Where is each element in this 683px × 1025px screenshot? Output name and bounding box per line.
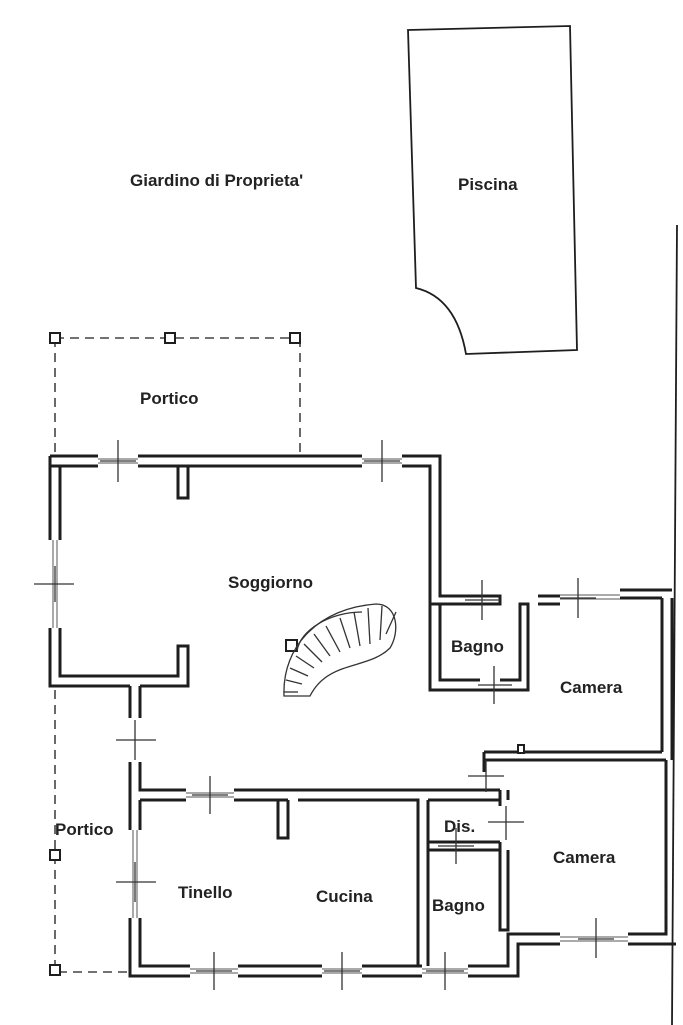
- bedroom-2-label: Camera: [553, 848, 616, 867]
- living-room-label: Soggiorno: [228, 573, 313, 592]
- interior-walls: [176, 466, 530, 966]
- porch-left-label: Portico: [55, 820, 114, 839]
- porch-left-outline: [49, 690, 130, 976]
- bedroom-1-label: Camera: [560, 678, 623, 697]
- garden-label: Giardino di Proprieta': [130, 171, 303, 190]
- exterior-walls: [48, 454, 676, 978]
- bath-1-label: Bagno: [451, 637, 504, 656]
- pool-outline: [407, 25, 578, 355]
- dining-label: Tinello: [178, 883, 232, 902]
- kitchen-label: Cucina: [316, 887, 373, 906]
- porch-top-outline: [49, 332, 301, 455]
- bath-2-label: Bagno: [432, 896, 485, 915]
- pool-label: Piscina: [458, 175, 518, 194]
- opening-marks: [34, 440, 614, 990]
- spiral-staircase: [283, 603, 397, 697]
- hall-label: Dis.: [444, 817, 475, 836]
- property-boundary-line: [671, 224, 678, 1025]
- porch-top-label: Portico: [140, 389, 199, 408]
